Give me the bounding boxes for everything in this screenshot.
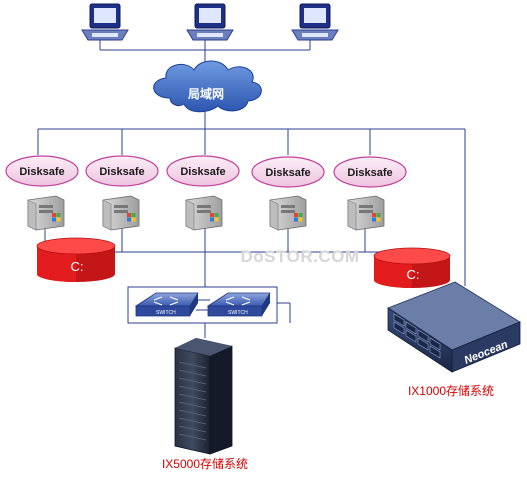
disksafe-label: Disksafe (180, 166, 225, 178)
ix5000-rack (174, 338, 233, 455)
lan-label: 局域网 (188, 86, 224, 101)
watermark: DoSTOR.COM (241, 247, 360, 266)
server-icon-3 (185, 195, 223, 231)
switch-label-left: SWITCH (156, 310, 176, 316)
ix1000-caption: IX1000存储系统 (408, 383, 494, 398)
ix5000-caption: IX5000存储系统 (162, 456, 248, 471)
disksafe-label: Disksafe (99, 166, 144, 178)
disk-cylinder-right: C: (373, 247, 451, 288)
server-icon-1 (27, 195, 65, 231)
disksafe-label: Disksafe (265, 167, 310, 179)
disksafe-node-1: Disksafe (5, 155, 79, 187)
workstation-1 (81, 3, 129, 41)
disk-label-left: C: (71, 259, 84, 274)
disk-label-right: C: (407, 267, 420, 282)
disksafe-node-2: Disksafe (85, 155, 159, 187)
disksafe-node-3: Disksafe (166, 155, 240, 187)
ix1000-chassis: Neocean (387, 281, 521, 373)
disksafe-label: Disksafe (19, 166, 64, 178)
disk-cylinder-left: C: (36, 237, 116, 282)
server-icon-2 (102, 195, 140, 231)
switch-label-right: SWITCH (228, 310, 248, 316)
workstation-2 (186, 3, 234, 41)
server-icon-5 (347, 195, 385, 231)
disksafe-node-4: Disksafe (251, 156, 325, 188)
switch-group: SWITCH SWITCH (127, 286, 278, 324)
switch-left: SWITCH (134, 292, 199, 317)
workstation-3 (291, 3, 339, 41)
server-icon-4 (269, 195, 307, 231)
switch-right: SWITCH (206, 292, 271, 317)
disksafe-label: Disksafe (347, 167, 392, 179)
disksafe-node-5: Disksafe (333, 156, 407, 188)
lan-cloud: 局域网 (153, 60, 262, 113)
